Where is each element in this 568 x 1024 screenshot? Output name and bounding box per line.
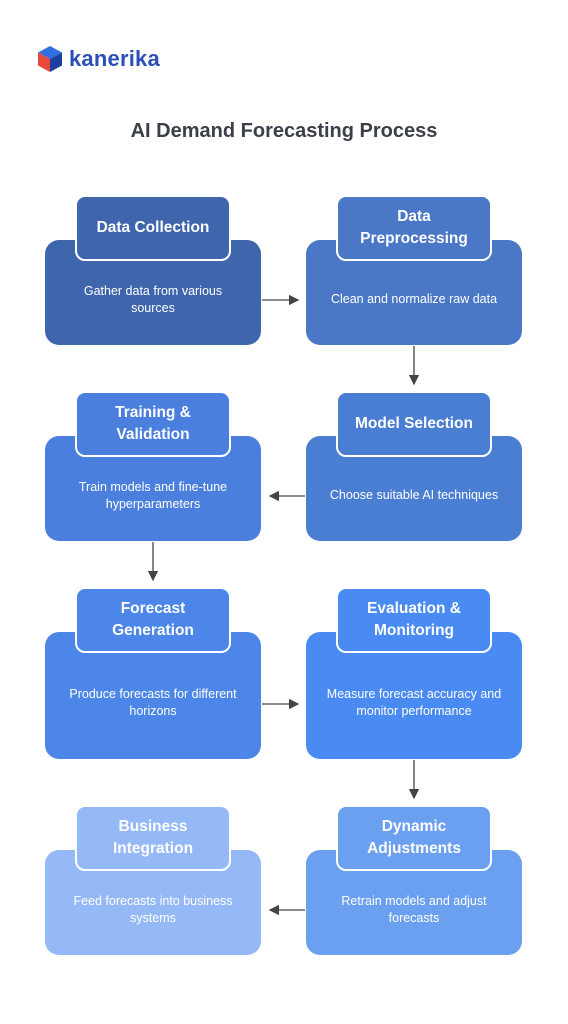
step-title-forecast-generation: Forecast Generation: [75, 587, 231, 653]
step-description: Produce forecasts for different horizons: [69, 686, 237, 718]
step-title-training-validation: Training & Validation: [75, 391, 231, 457]
brand-logo: kanerika: [37, 45, 160, 73]
step-description: Choose suitable AI techniques: [329, 488, 499, 502]
step-description: Clean and normalize raw data: [330, 292, 498, 306]
cube-logo-icon: [38, 46, 62, 72]
step-title-dynamic-adjustments: Dynamic Adjustments: [336, 805, 492, 871]
step-title-business-integration: Business Integration: [75, 805, 231, 871]
brand-name: kanerika: [69, 46, 160, 71]
step-title-data-collection: Data Collection: [75, 195, 231, 261]
step-description: Measure forecast accuracy and monitor pe…: [326, 686, 502, 718]
step-description: Gather data from various sources: [83, 283, 223, 315]
page-title: AI Demand Forecasting Process: [130, 120, 438, 142]
step-title-evaluation-monitoring: Evaluation & Monitoring: [336, 587, 492, 653]
step-card-evaluation-monitoring: Measure forecast accuracy and monitor pe…: [306, 632, 522, 759]
step-title-data-preprocessing: Data Preprocessing: [336, 195, 492, 261]
step-title-model-selection: Model Selection: [336, 391, 492, 457]
step-description: Feed forecasts into business systems: [73, 893, 233, 925]
step-card-forecast-generation: Produce forecasts for different horizons: [45, 632, 261, 759]
step-description: Train models and fine-tune hyperparamete…: [78, 479, 228, 511]
step-description: Retrain models and adjust forecasts: [341, 893, 487, 925]
